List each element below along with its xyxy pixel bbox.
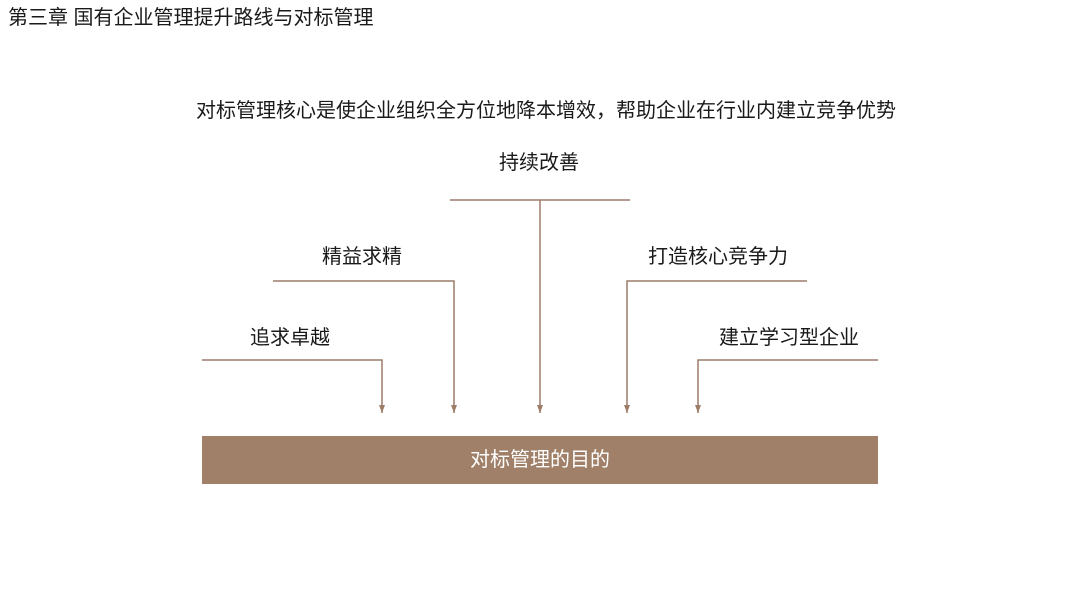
core-statement: 对标管理核心是使企业组织全方位地降本增效，帮助企业在行业内建立竞争优势: [196, 100, 896, 122]
node-label: 追求卓越: [250, 327, 330, 349]
arrow-node-4: [695, 359, 878, 413]
node-label: 打造核心竞争力: [648, 246, 788, 268]
slide-title: 第三章 国有企业管理提升路线与对标管理: [8, 7, 374, 29]
arrow-node-3: [202, 359, 385, 413]
node-label: 持续改善: [499, 152, 579, 174]
node-label: 建立学习型企业: [719, 327, 859, 349]
target-bar: 对标管理的目的: [202, 436, 878, 484]
node-label: 精益求精: [322, 246, 402, 268]
target-label: 对标管理的目的: [470, 449, 610, 471]
